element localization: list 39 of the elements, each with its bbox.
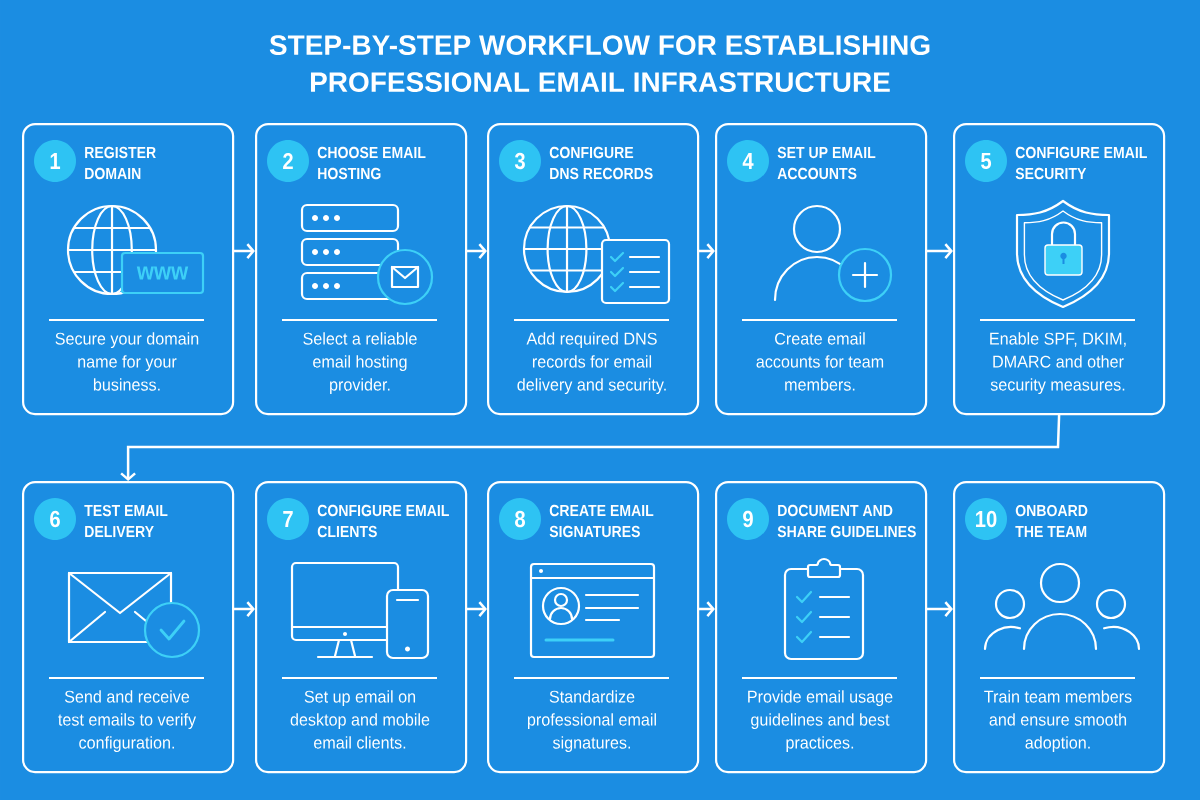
flow-arrow — [925, 601, 953, 617]
flow-arrow — [465, 601, 487, 617]
step-title: ONBOARD THE TEAM — [1015, 504, 1088, 538]
step-description: Train team members and ensure smooth adoption. — [984, 690, 1132, 753]
flow-arrow — [232, 601, 255, 617]
title: STEP-BY-STEP WORKFLOW FOR ESTABLISHING PROFESSIONAL EMAIL INFRASTRUCTURE — [269, 35, 930, 92]
step-title: DOCUMENT AND SHARE GUIDELINES — [777, 504, 916, 538]
step-title: CONFIGURE DNS RECORDS — [549, 146, 653, 180]
step-description: Set up email on desktop and mobile email clients. — [290, 690, 430, 749]
number-badge: 6 — [34, 498, 76, 540]
step-description: Send and receive test emails to verify configuration. — [58, 690, 197, 753]
step-title: CREATE EMAIL SIGNATURES — [549, 504, 654, 538]
step-description: Select a reliable email hosting provider. — [303, 332, 417, 395]
number-badge: 9 — [727, 498, 769, 540]
step-title: CHOOSE EMAIL HOSTING — [317, 146, 426, 180]
step-description: Provide email usage guidelines and best practices. — [748, 690, 893, 753]
web-address-box: www — [120, 251, 205, 295]
step-description: Create email accounts for team members. — [756, 332, 884, 391]
number-badge: 10 — [965, 498, 1007, 540]
step-description: Standardize professional email signatures. — [527, 690, 656, 753]
step-title: TEST EMAIL DELIVERY — [84, 504, 168, 538]
number-badge: 8 — [499, 498, 541, 540]
flow-arrow — [465, 243, 487, 259]
number-badge: 2 — [267, 140, 309, 182]
step-title: CONFIGURE EMAIL SECURITY — [1015, 146, 1147, 180]
step-title: REGISTER DOMAIN — [85, 146, 156, 180]
flow-arrow — [925, 243, 953, 259]
number-badge: 4 — [727, 140, 769, 182]
number-badge: 5 — [965, 140, 1007, 182]
step-description: Add required DNS records for email delivery and security. — [517, 332, 666, 395]
flow-arrow — [232, 243, 255, 259]
number-badge: 3 — [499, 140, 541, 182]
step-description: Enable SPF, DKIM, DMARC and other security measures. — [990, 332, 1126, 395]
step-description: Secure your domain name for your business. — [55, 332, 199, 391]
step-title: CONFIGURE EMAIL CLIENTS — [317, 504, 449, 538]
flow-arrow — [120, 413, 1061, 481]
number-badge: 7 — [267, 498, 309, 540]
step-title: SET UP EMAIL ACCOUNTS — [777, 146, 876, 180]
number-badge: 1 — [34, 140, 76, 182]
